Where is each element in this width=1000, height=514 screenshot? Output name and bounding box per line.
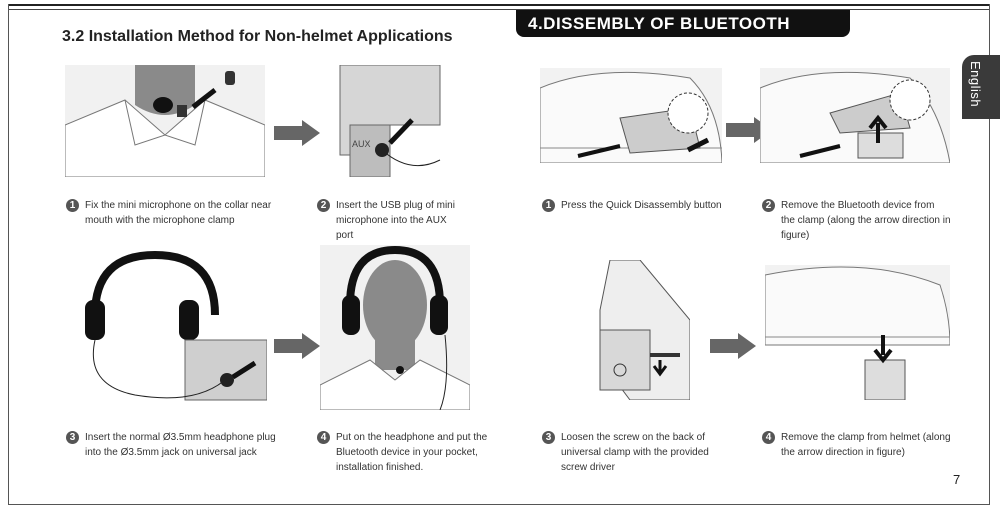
page-number: 7 (953, 472, 961, 487)
aux-label: AUX (352, 139, 371, 149)
arrow-right-icon (274, 120, 320, 146)
figure-remove-device (760, 68, 950, 163)
step-number-badge: 4 (317, 430, 330, 444)
section-title-installation: 3.2 Installation Method for Non-helmet A… (62, 28, 453, 45)
figure-wearing-headphone (320, 245, 470, 410)
figure-collar-microphone (65, 65, 265, 177)
page-frame (8, 4, 990, 505)
arrow-right-icon (274, 333, 320, 359)
figure-remove-clamp (765, 265, 950, 400)
figure-headphone-plug (85, 250, 267, 401)
step-number-badge: 1 (66, 198, 79, 212)
language-tab-label: English (968, 61, 983, 108)
step-number-badge: 2 (317, 198, 330, 212)
top-rule-thin (8, 9, 990, 10)
step-number-badge: 4 (762, 430, 775, 444)
step-number-badge: 3 (542, 430, 555, 444)
figure-press-quick-release (540, 68, 722, 163)
language-tab[interactable]: English (962, 55, 1000, 119)
figure-loosen-screw (599, 260, 690, 400)
step-number-badge: 3 (66, 430, 79, 444)
step-number-badge: 1 (542, 198, 555, 212)
section-title-disassembly: 4.DISSEMBLY OF BLUETOOTH DEVICE (516, 10, 850, 60)
figure-aux-port: AUX (330, 65, 446, 177)
top-rule (8, 4, 990, 6)
step-number-badge: 2 (762, 198, 775, 212)
arrow-right-icon (710, 333, 756, 359)
